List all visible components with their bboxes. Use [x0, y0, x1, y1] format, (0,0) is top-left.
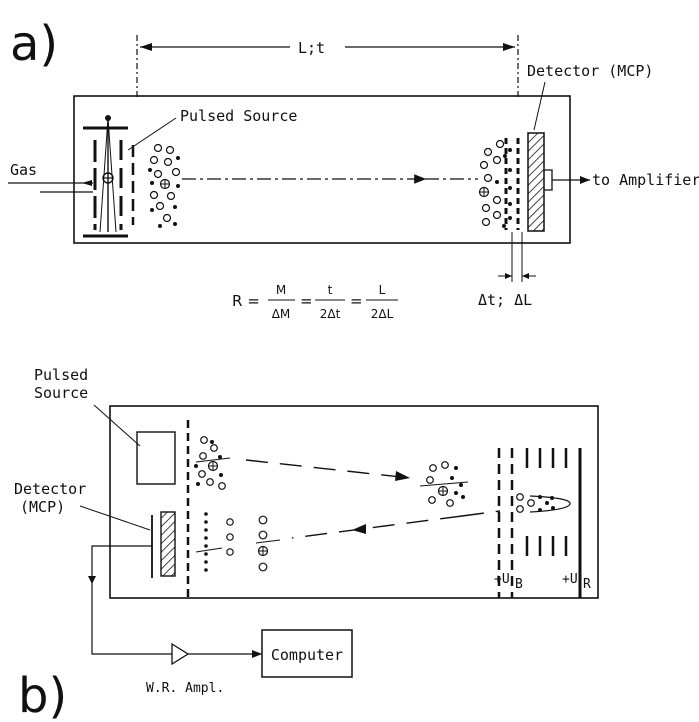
vacuum-chamber-b — [109, 405, 599, 599]
detector-label-a: Detector (MCP) — [527, 62, 653, 80]
amplifier-symbol — [171, 642, 190, 666]
outgoing-path — [245, 459, 411, 479]
ur-sub: R — [583, 577, 591, 592]
formula-f3-den: 2ΔL — [371, 307, 394, 321]
panel-a: a) L;t Detector (MCP) Pul — [8, 16, 699, 321]
pulsed-source-label-b-1: Pulsed — [34, 366, 88, 384]
panel-a-letter: a) — [10, 16, 58, 72]
formula-f1-num: M — [276, 283, 286, 297]
detector-label-b-1: Detector — [14, 480, 86, 498]
amplifier-label: to Amplifier — [592, 171, 699, 189]
ub-sub: B — [515, 577, 523, 592]
mcp-detector-a — [527, 132, 545, 232]
ub-label: +U — [494, 572, 510, 587]
formula-f2-den: 2Δt — [320, 307, 341, 321]
pulsed-source-label-a: Pulsed Source — [180, 107, 297, 125]
formula-f1-den: ΔM — [272, 307, 291, 321]
formula-eq-2: = — [350, 292, 363, 310]
ion-cloud-left — [148, 143, 181, 228]
detector-label-b-2: (MCP) — [20, 498, 65, 516]
formula-lhs: R = — [232, 292, 260, 310]
ur-label: +U — [562, 572, 578, 587]
resolution-label: Δt; ΔL — [478, 291, 532, 309]
pulsed-source-b — [136, 431, 176, 485]
flight-length-label: L;t — [298, 39, 325, 57]
ion-cloud-outgoing — [194, 436, 226, 490]
return-path — [291, 515, 463, 539]
formula-f2-num: t — [328, 283, 333, 297]
signal-wire — [91, 545, 172, 655]
computer-label: Computer — [271, 646, 343, 664]
formula-f3-num: L — [379, 283, 386, 297]
panel-b-letter: b) — [18, 668, 67, 722]
vacuum-chamber-a — [73, 95, 571, 244]
amp-label: W.R. Ampl. — [146, 681, 224, 696]
resolution-formula: R = M ΔM = t 2Δt = L 2ΔL — [232, 283, 398, 321]
ion-cloud-reflector — [426, 461, 465, 507]
ion-cloud-returning — [204, 512, 269, 572]
panel-b: b) Pulsed Source Detector (MCP) — [14, 366, 599, 722]
reflectron — [497, 448, 582, 598]
computer-box — [261, 629, 353, 678]
mcp-detector-b — [160, 511, 176, 577]
pulsed-source-a — [83, 115, 135, 238]
formula-eq-1: = — [300, 292, 313, 310]
ion-cloud-right — [478, 139, 512, 228]
pulsed-source-label-b-2: Source — [34, 384, 88, 402]
gas-label: Gas — [10, 161, 37, 179]
flight-length-dimension: L;t — [136, 35, 519, 100]
